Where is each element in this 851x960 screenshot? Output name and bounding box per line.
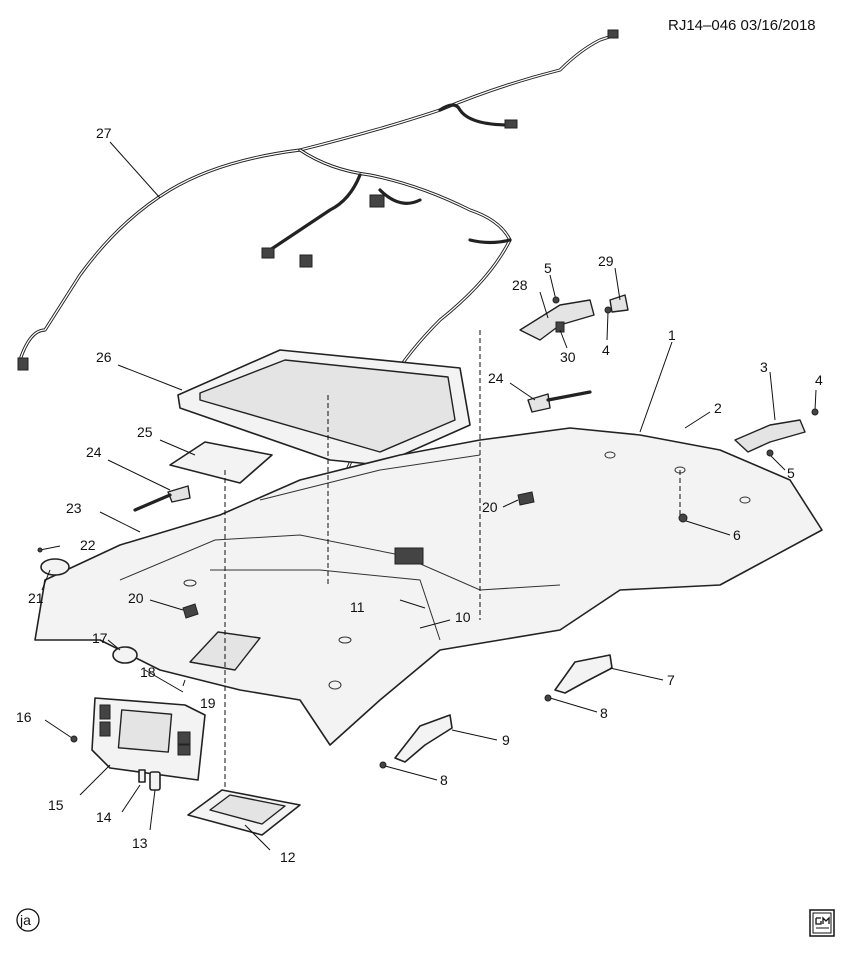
callout-2: 2 xyxy=(714,400,722,416)
callout-23: 23 xyxy=(66,500,82,516)
callout-20: 20 xyxy=(482,499,498,515)
callout-16: 16 xyxy=(16,709,32,725)
visor-clip xyxy=(149,771,161,791)
callout-5: 5 xyxy=(544,260,552,276)
callout-17: 17 xyxy=(92,630,108,646)
diagram-reference: RJ14–046 03/16/2018 xyxy=(668,17,816,34)
callout-12: 12 xyxy=(280,849,296,865)
bolt xyxy=(555,321,565,333)
callout-19: 19 xyxy=(200,695,216,711)
roof-lamp-bezel xyxy=(40,558,70,576)
callout-5: 5 xyxy=(787,465,795,481)
callout-26: 26 xyxy=(96,349,112,365)
visor-retainer xyxy=(138,769,146,783)
wiring-harness xyxy=(17,29,619,481)
bracket-clip xyxy=(609,294,629,313)
callout-8: 8 xyxy=(600,705,608,721)
callout-30: 30 xyxy=(560,349,576,365)
callout-8: 8 xyxy=(440,772,448,788)
antenna-bracket xyxy=(527,393,551,413)
reading-lamp-lens xyxy=(112,646,138,664)
callout-28: 28 xyxy=(512,277,528,293)
headliner-panel xyxy=(34,427,823,746)
headliner-retainer-clip xyxy=(517,491,535,506)
callout-27: 27 xyxy=(96,125,112,141)
assist-handle-rear xyxy=(554,654,613,694)
callout-3: 3 xyxy=(760,359,768,375)
callout-10: 10 xyxy=(455,609,471,625)
callout-25: 25 xyxy=(137,424,153,440)
callout-11: 11 xyxy=(350,599,365,615)
callout-7: 7 xyxy=(667,672,675,688)
gm-logo-icon xyxy=(809,909,835,937)
callout-24: 24 xyxy=(488,370,504,386)
callout-4: 4 xyxy=(602,342,610,358)
sunshade-panel xyxy=(169,441,273,484)
callout-22: 22 xyxy=(80,537,96,553)
antenna-bracket xyxy=(167,485,191,503)
callout-13: 13 xyxy=(132,835,148,851)
callout-labels: 1 2 3 4 4 5 5 6 7 8 8 9 10 11 12 13 14 1… xyxy=(16,125,823,865)
callout-leaders xyxy=(39,141,817,851)
fasteners xyxy=(37,296,819,769)
callout-6: 6 xyxy=(733,527,741,543)
callout-1: 1 xyxy=(668,327,676,343)
callout-4: 4 xyxy=(815,372,823,388)
callout-15: 15 xyxy=(48,797,64,813)
rear-roof-bracket xyxy=(734,419,806,453)
callout-9: 9 xyxy=(502,732,510,748)
callout-21: 21 xyxy=(28,590,44,606)
ja-badge: ja xyxy=(16,908,40,932)
callout-14: 14 xyxy=(96,809,112,825)
callout-24: 24 xyxy=(86,444,102,460)
headliner-retainer-clip xyxy=(182,603,199,619)
assist-handle-front xyxy=(394,714,453,763)
callout-20: 20 xyxy=(128,590,144,606)
roof-bracket xyxy=(519,299,595,341)
callout-18: 18 xyxy=(140,664,156,680)
ja-badge-text: ja xyxy=(19,912,31,928)
callout-29: 29 xyxy=(598,253,614,269)
